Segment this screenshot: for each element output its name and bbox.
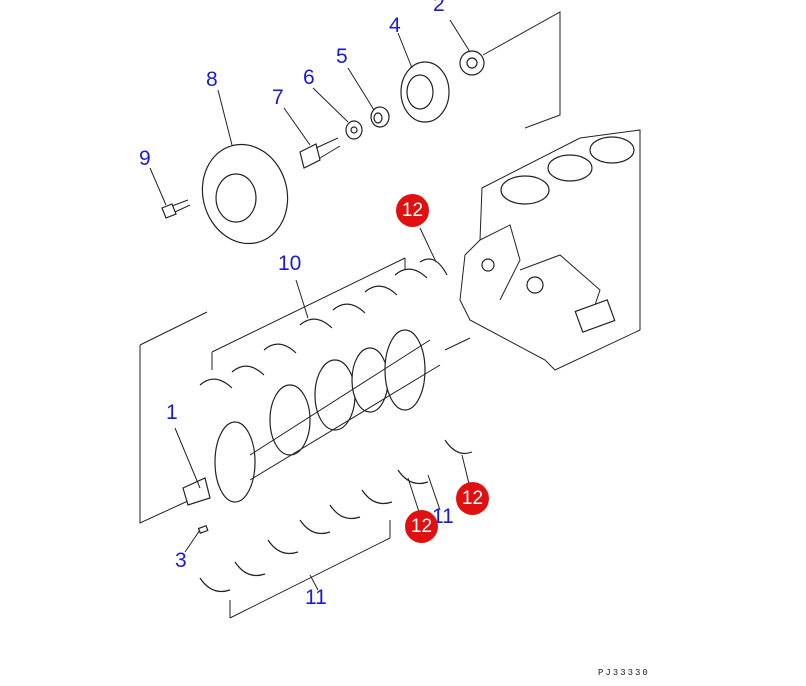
callout-1: 1 [166, 401, 178, 424]
part-6-washer [345, 120, 363, 140]
callout-8: 8 [206, 68, 218, 91]
part-2-gear-washer [459, 50, 485, 76]
badge-12-lower: 12 [405, 510, 438, 543]
upper-main-bearings [199, 257, 448, 389]
badge-12-upper: 12 [396, 194, 429, 227]
callout-6: 6 [303, 66, 315, 89]
callout-11-lower: 11 [305, 586, 327, 609]
lower-main-bearings [199, 439, 473, 619]
badge-12-right: 12 [456, 482, 489, 515]
callout-4: 4 [389, 14, 401, 37]
part-4-hub [400, 61, 450, 123]
callout-9: 9 [139, 147, 151, 170]
engine-block [459, 129, 641, 371]
callout-7: 7 [272, 86, 284, 109]
crankshaft [182, 329, 471, 506]
leader-lines [149, 19, 471, 591]
part-3-pin [197, 524, 209, 534]
callout-5: 5 [336, 45, 348, 68]
part-7-bolt [299, 137, 341, 169]
drawing-code: PJ33330 [598, 668, 650, 678]
callout-10: 10 [278, 252, 302, 275]
callout-3: 3 [175, 549, 187, 572]
part-5-spacer [370, 106, 390, 128]
part-9-bolt [161, 199, 191, 219]
part-8-pulley [201, 143, 289, 245]
callout-2: 2 [433, 0, 445, 16]
